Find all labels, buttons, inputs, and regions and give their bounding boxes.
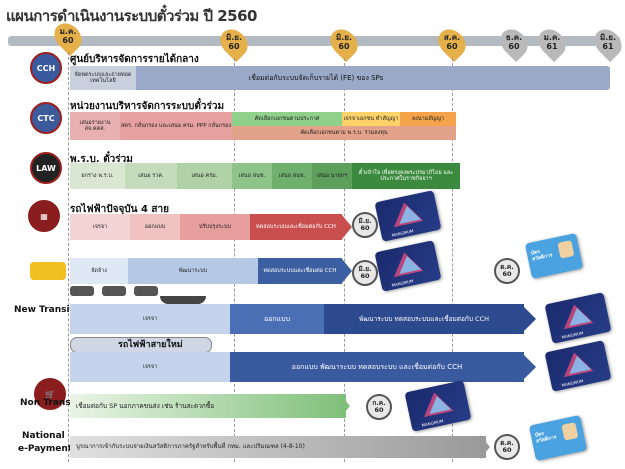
bus-seg-3: ทดสอบระบบและเชื่อมต่อ CCH [258,258,342,284]
nontransit-seg-1: เชื่อมต่อกับ SP นอกภาคขนส่ง เช่น ร้านสะด… [70,394,346,418]
timeline-bar [8,36,620,46]
mangmum-card: MANGMUM [404,380,472,432]
page-title: แผนการดำเนินงานระบบตั๋วร่วม ปี 2560 [6,7,257,25]
law-icon: LAW [30,152,62,184]
mangmum-card: MANGMUM [544,292,612,344]
timeline-pin: มิ.ย.60 [214,23,254,63]
law-seg-7: ตั๋วเข้าใจ เพื่อทรงลงพระปรมาภิไธย และประ… [352,163,460,189]
newtransit-seg-2: ออกแบบ [230,304,324,334]
law-seg-2: เสนอ รวค. [125,163,177,189]
rail4-bar: เจรจา ออกแบบ ปรับปรุงระบบ ทดสอบระบบและเช… [70,214,352,240]
law-seg-6: เสนอ นายกฯ [312,163,352,189]
ctc-icon: CTC [30,102,62,134]
row-label-payment-2: e-Payment [18,444,73,454]
row-label-law: พ.ร.บ. ตั๋วร่วม [70,154,133,165]
nontransit-arrow [340,394,350,418]
row-label-rail4: รถไฟฟ้าปัจจุบัน 4 สาย [70,204,169,215]
law-bar: ยกร่าง พ.ร.บ. เสนอ รวค. เสนอ ครม. เสนอ ส… [70,163,460,189]
newrail-bar: เจรจา ออกแบบ พัฒนาระบบ ทดสอบระบบ และเชื่… [70,352,540,382]
row-label-payment-1: National [22,431,65,441]
pin-label: ธ.ค. [505,33,523,42]
bus-icon [30,262,66,280]
pin-label: มิ.ย. [335,33,353,42]
ctc-seg-3: คัดเลือกเอกชนตามประกาศ [232,112,342,126]
mangmum-card: MANGMUM [374,240,442,292]
cch-seg-1: จัดทดระบบและถ่ายทอดเทคโนโลยี [70,66,136,90]
pin-label: ม.ค. [59,27,77,36]
ctc-seg-4: เจรจาเอกชน ทำสัญญา [342,112,400,126]
bus-seg-2: พัฒนาระบบ [128,258,258,284]
newrail-seg-2: ออกแบบ พัฒนาระบบ ทดสอบระบบ และเชื่อมต่อก… [230,352,524,382]
law-seg-1: ยกร่าง พ.ร.บ. [70,163,125,189]
ctc-seg-1: เสนอรายงาน สจ.คคส. [70,112,120,140]
nontransit-badge: ก.ค. 60 [366,394,392,420]
law-seg-4: เสนอ สนช. [232,163,272,189]
rail4-arrow [342,215,352,239]
car-icons [70,286,160,298]
bus-seg-1: จัดจ้าง [70,258,128,284]
ctc-seg-5: ลงนามสัญญา [400,112,456,126]
pin-sub: 60 [508,42,520,51]
timeline-pin: ส.ค.60 [432,23,472,63]
timeline-divider [68,52,69,462]
law-seg-5: เสนอ สนช. [272,163,312,189]
boat-icon [160,296,206,304]
rail-icon: ▦ [28,200,60,232]
rail4-seg-4: ทดสอบระบบและเชื่อมต่อกับ CCH [250,214,342,240]
timeline-pin: ม.ค.61 [532,23,572,63]
bus-badge-2: ต.ค. 60 [494,258,520,284]
rail4-seg-2: ออกแบบ [130,214,180,240]
pin-label: ม.ค. [543,33,561,42]
newrail-seg-1: เจรจา [70,352,230,382]
row-label-cch: ศูนย์บริหารจัดการรายได้กลาง [70,54,199,65]
pin-label: มิ.ย. [225,33,243,42]
cch-seg-2: เชื่อมต่อกับระบบจัดเก็บรายได้ (FE) ของ S… [248,74,384,82]
mangmum-card: MANGMUM [544,340,612,392]
cch-icon: CCH [30,52,62,84]
payment-badge: ต.ค. 60 [494,434,520,460]
law-seg-3: เสนอ ครม. [177,163,232,189]
payment-seg-1: บูรณาการเข้ากับระบบจ่ายเงินสวัสดิการภาคร… [70,436,486,458]
timeline-pin: มิ.ย.61 [588,23,625,63]
cart-icon: 🛒 [34,378,66,410]
pin-label: ส.ค. [443,33,461,42]
newtransit-seg-3: พัฒนาระบบ ทดสอบระบบและเชื่อมต่อกับ CCH [324,304,524,334]
pin-sub: 60 [446,42,458,51]
timeline-pin: มิ.ย.60 [324,23,364,63]
newrail-arrow [524,355,536,379]
nontransit-bar: เชื่อมต่อกับ SP นอกภาคขนส่ง เช่น ร้านสะด… [70,394,350,418]
rail4-badge: มิ.ย. 60 [352,212,378,238]
rail4-seg-1: เจรจา [70,214,130,240]
rail4-seg-3: ปรับปรุงระบบ [180,214,250,240]
pin-sub: 61 [546,42,558,51]
ctc-seg-2: สคร. กลั่นกรอง และเสนอ ครม. PPP กลั่นกรอ… [120,112,232,140]
ctc-bar: เสนอรายงาน สจ.คคส. สคร. กลั่นกรอง และเสน… [70,112,460,142]
pin-sub: 60 [228,42,240,51]
timeline-divider [452,58,453,462]
newtransit-arrow [524,307,536,331]
welfare-card: บัตร สวัสดิการ [528,414,588,462]
payment-arrow [480,435,490,459]
bus-badge-1: มิ.ย. 60 [352,260,378,286]
row-label-newrail: รถไฟฟ้าสายใหม่ [118,340,183,350]
newtransit-seg-1: เจรจา [70,304,230,334]
pin-sub: 60 [338,42,350,51]
bus-bar: จัดจ้าง พัฒนาระบบ ทดสอบระบบและเชื่อมต่อ … [70,258,352,284]
welfare-card: บัตร สวัสดิการ [524,232,584,280]
mangmum-card: MANGMUM [374,190,442,242]
payment-bar: บูรณาการเข้ากับระบบจ่ายเงินสวัสดิการภาคร… [70,435,490,459]
timeline-pin: ม.ค.60 [48,17,88,57]
ctc-seg-6: คัดเลือกเอกชนตาม พ.ร.บ. ร่วมลงทุน [232,126,456,140]
timeline-pin: ธ.ค.60 [494,23,534,63]
pin-sub: 61 [602,42,614,51]
bus-arrow [342,259,352,283]
row-label-newtransit: New Transit [14,305,74,315]
cch-bar: จัดทดระบบและถ่ายทอดเทคโนโลยี เชื่อมต่อกั… [70,66,610,90]
row-label-ctc: หน่วยงานบริหารจัดการระบบตั๋วร่วม [70,101,225,112]
row-label-nontransit: Non Transit [20,398,79,408]
pin-label: มิ.ย. [599,33,617,42]
newtransit-bar: เจรจา ออกแบบ พัฒนาระบบ ทดสอบระบบและเชื่อ… [70,304,540,334]
pin-sub: 60 [62,36,74,45]
